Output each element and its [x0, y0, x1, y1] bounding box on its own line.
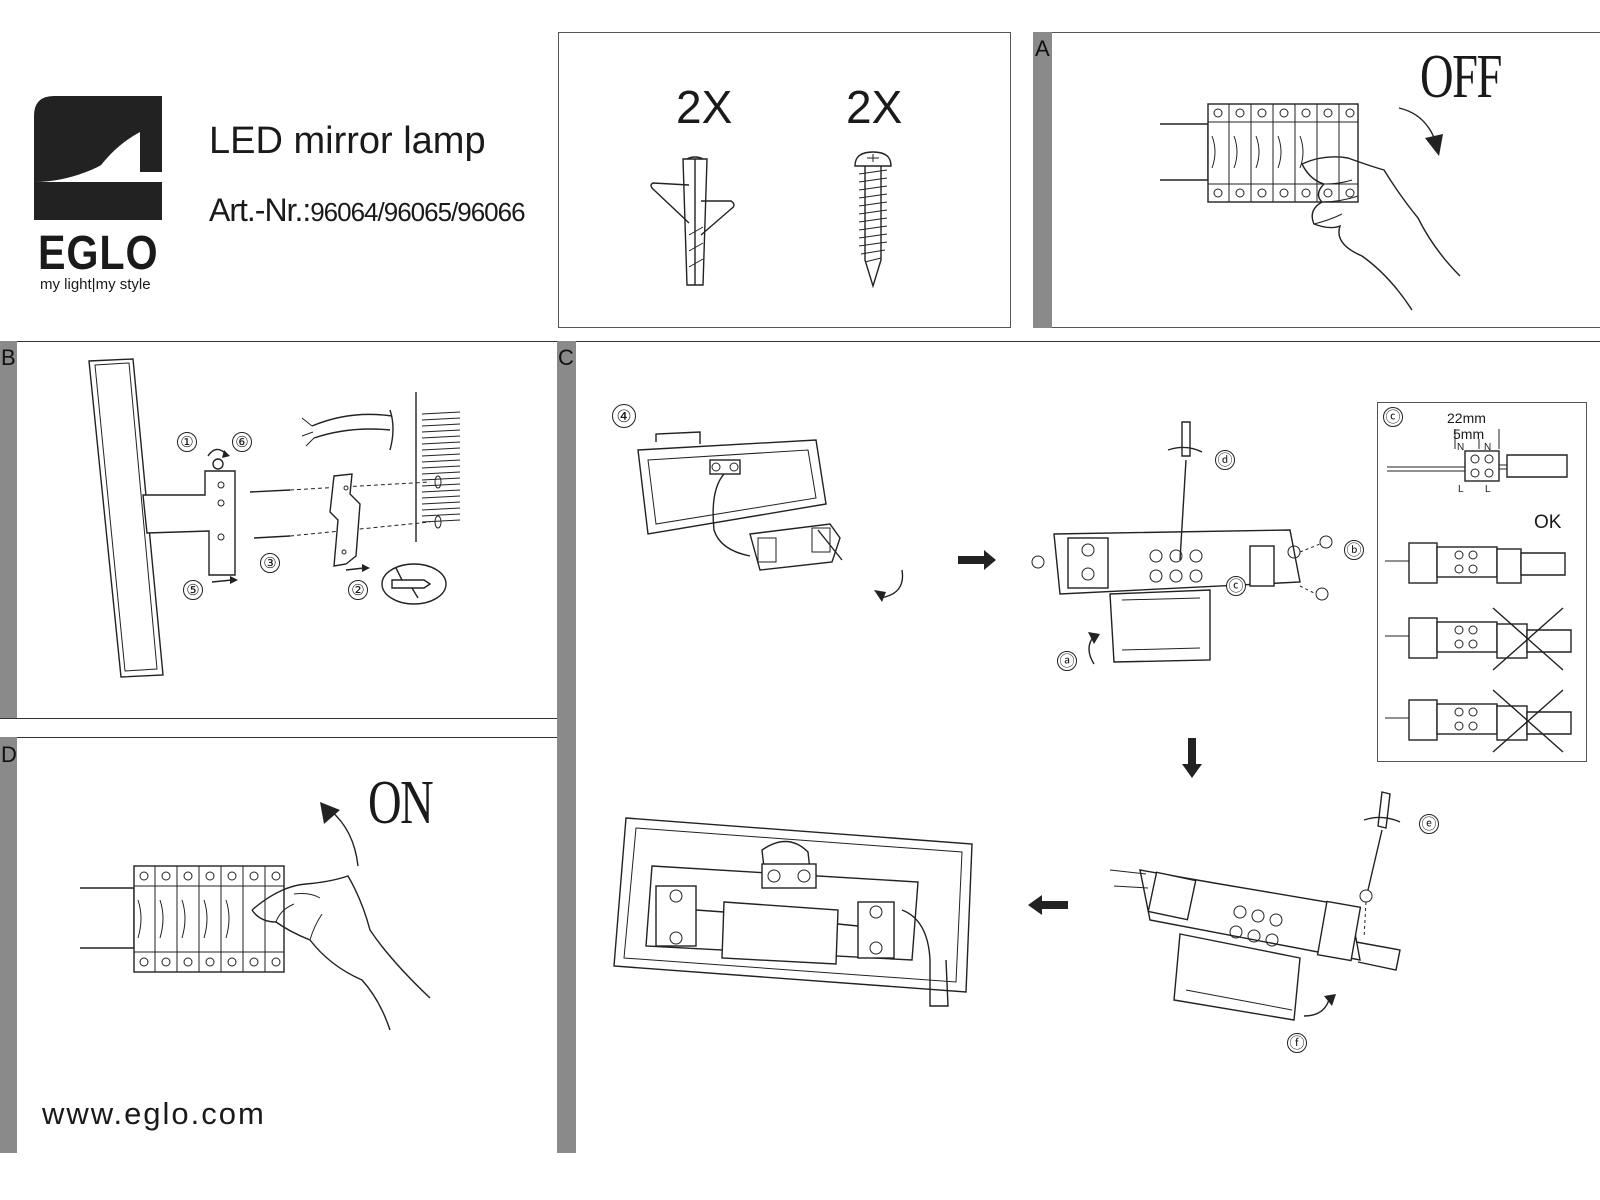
brand-name: EGLO [38, 227, 159, 280]
arrow-on-icon [320, 802, 359, 867]
product-title: LED mirror lamp [209, 120, 486, 162]
arrow-off-icon [1398, 107, 1443, 156]
arrow-down-icon [1182, 738, 1202, 778]
section-letter-b: B [1, 345, 16, 370]
parts-box [558, 32, 1011, 328]
terminal-tilted-icon [1109, 869, 1401, 1021]
section-letter-a: A [1035, 36, 1050, 61]
screw-b-icon [207, 448, 230, 470]
step-b-1: ① [177, 432, 197, 452]
article-number: Art.-Nr.:96064/96065/96066 [209, 192, 526, 229]
connector-wrong-2-icon [1385, 689, 1572, 753]
sub-label-f: ⓕ [1287, 1033, 1307, 1053]
sub-label-e: ⓔ [1419, 814, 1439, 834]
ok-label: OK [1534, 512, 1562, 533]
panel-b-bar [0, 341, 17, 718]
step-b-6: ⑥ [232, 432, 252, 452]
panel-c-bar [557, 341, 576, 1153]
screwdriver-d-icon [1167, 421, 1203, 561]
brand-slogan: my light|my style [40, 276, 151, 293]
divider-bd-1 [0, 718, 557, 719]
divider-bd-2 [0, 737, 557, 738]
wall-hatch-icon [415, 392, 461, 542]
step-b-2: ② [348, 580, 368, 600]
rotate-a-icon [1088, 632, 1100, 665]
article-label: Art.-Nr.: [209, 192, 311, 228]
caption-off: OFF [1420, 43, 1502, 111]
eglo-logo-icon [34, 96, 162, 220]
mirror-lamp-icon [88, 358, 236, 678]
n-label-1: N [1457, 442, 1465, 453]
junction-box-closed-icon [613, 817, 973, 1007]
hand-on-icon [251, 875, 431, 1031]
panel-d-bar [0, 737, 17, 1153]
sub-label-b: ⓑ [1344, 540, 1364, 560]
detail-box-c [1377, 402, 1587, 762]
circuit-breaker-icon [1160, 103, 1359, 203]
step-b-5: ⑤ [183, 580, 203, 600]
arrow-right-icon [958, 550, 996, 570]
plug-detail-icon [381, 563, 447, 605]
step-b-3: ③ [260, 553, 280, 573]
screw-icon [854, 151, 892, 289]
wall-plug-icon [650, 156, 735, 286]
connector-ok-icon [1385, 542, 1566, 584]
divider-top [0, 341, 1600, 342]
dim-strip: 22mm [1447, 410, 1486, 426]
arrows-b-icon [211, 564, 370, 584]
sub-label-d: ⓓ [1215, 450, 1235, 470]
dim-bare: 5mm [1453, 426, 1485, 442]
n-label-2: N [1484, 442, 1492, 453]
circuit-breaker-d-icon [80, 865, 285, 973]
section-letter-d: D [1, 742, 17, 767]
website: www.eglo.com [42, 1096, 266, 1131]
panel-a-bar [1033, 32, 1052, 328]
step-c-4: ④ [612, 404, 636, 428]
cross-icon [1492, 607, 1564, 671]
rotate-f-icon [1303, 994, 1336, 1017]
sub-label-a: ⓐ [1057, 651, 1077, 671]
cable-icon [301, 409, 394, 451]
sub-label-c: ⓒ [1226, 576, 1246, 596]
l-label-1: L [1458, 484, 1464, 495]
wire-strip-detail-icon [1387, 429, 1568, 482]
mounting-bracket-icon [249, 473, 442, 567]
detail-label-c: ⓒ [1383, 407, 1403, 427]
article-values: 96064/96065/96066 [310, 197, 525, 227]
arrow-left-icon [1028, 895, 1068, 915]
l-label-2: L [1485, 484, 1491, 495]
screwdriver-e-icon [1359, 791, 1401, 939]
caption-on: ON [368, 769, 434, 837]
connector-wrong-1-icon [1385, 607, 1572, 671]
section-letter-c: C [558, 345, 574, 370]
hand-off-icon [1301, 156, 1461, 311]
screwdriver-c1-icon [874, 569, 904, 602]
parts-qty-plug: 2X [676, 81, 733, 133]
parts-qty-screw: 2X [846, 81, 903, 133]
junction-box-open-icon [637, 431, 843, 571]
